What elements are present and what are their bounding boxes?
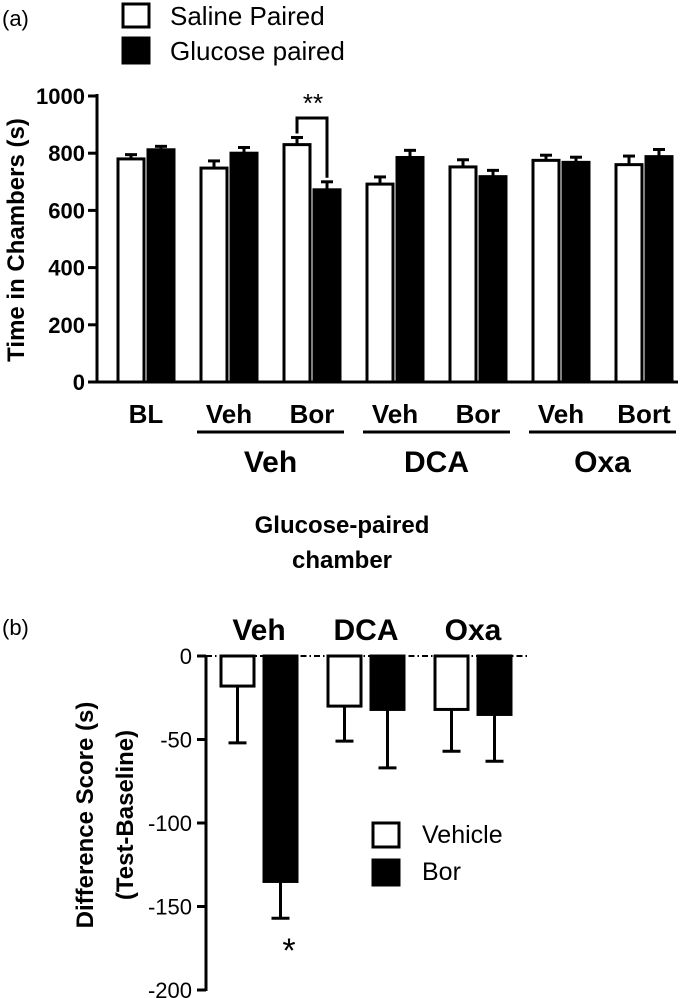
panel-a-bar [478,175,508,384]
panel-a-y-tick-label: 1000 [36,84,85,109]
panel-a-bar [614,163,644,384]
panel-b-y-tick-label: -200 [148,978,192,998]
legend-glucose-label: Glucose paired [170,36,345,66]
panel-a-bar [146,148,176,384]
panel-a-legend: Saline Paired Glucose paired [121,1,345,66]
panel-b-y-tick-label: -100 [148,811,192,836]
panel-a-x-tick-label: BL [129,399,164,429]
panel-a-bar [312,188,342,384]
panel-a-bar [116,157,146,384]
panel-b-bar [369,654,406,711]
panel-b-bar [476,654,513,716]
panel-a-y-tick-label: 800 [48,141,85,166]
panel-a-bar [229,151,259,384]
panel-a-group-label: DCA [404,446,469,479]
panel-b-bar [262,654,299,883]
panel-a-x-axis-title-line1: Glucose-paired [255,512,430,539]
panel-a-bar [448,165,478,384]
panel-a-y-tick-label: 0 [73,370,85,395]
panel-a-y-tick-label: 400 [48,256,85,281]
panel-a-bar [531,158,561,384]
panel-a-y-tick-label: 200 [48,313,85,338]
panel-b-category-label: Veh [232,614,285,647]
panel-b-bars [219,654,513,920]
legend-bor-swatch [371,858,401,887]
panel-b-legend: Vehicle Bor [371,821,503,887]
panel-a-y-axis-title: Time in Chambers (s) [3,118,30,362]
panel-b-bar [433,654,470,711]
legend-vehicle-swatch [371,821,401,849]
panel-a-bar [561,160,591,384]
panel-a-axes: 0 200 400 600 800 1000 [36,84,678,395]
panel-a-bar [644,155,674,384]
panel-b-y-tick-label: -50 [160,728,192,753]
panel-b-axes: 0 -50 -100 -150 -200 [148,644,530,998]
panel-b-y-tick-label: -150 [148,895,192,920]
panel-a-group-label: Oxa [574,446,631,479]
panel-b-y-axis-title-line2: (Test-Baseline) [112,730,139,900]
panel-a-sig-bracket [295,116,329,178]
panel-a-x-tick-label: Bor [290,399,335,429]
panel-a-bar [365,182,395,384]
panel-a-group-label: Veh [244,446,297,479]
panel-b-y-axis-title-line1: Difference Score (s) [72,702,99,929]
panel-a-x-tick-label: Bort [617,399,671,429]
panel-a-bar [395,155,425,384]
panel-a-sig-label: ** [303,88,323,118]
legend-bor-label: Bor [422,858,461,886]
legend-glucose-swatch [121,36,151,65]
panel-b-y-tick-label: 0 [180,644,192,669]
panel-a-bar [199,166,229,384]
panel-b-category-label: Oxa [445,614,502,647]
panel-a-label: (a) [2,6,29,31]
legend-saline-label: Saline Paired [170,1,325,31]
legend-saline-swatch [121,2,151,29]
panel-a-x-tick-label: Veh [372,399,418,429]
panel-a-x-axis-title-line2: chamber [292,547,392,574]
panel-a-x-tick-label: Bor [456,399,501,429]
legend-vehicle-label: Vehicle [422,821,503,849]
panel-b-category-label: DCA [334,614,399,647]
panel-b-bar [326,654,363,708]
panel-b-bar [219,654,256,688]
panel-a-y-tick-label: 600 [48,198,85,223]
panel-a-x-tick-label: Veh [206,399,252,429]
panel-a-bar [282,143,312,384]
panel-a-x-tick-label: Veh [538,399,584,429]
panel-a-bars [116,116,674,384]
panel-b-sig-label: * [282,932,295,970]
panel-b-label: (b) [2,615,29,640]
panel-b-category-labels: Veh DCA Oxa [232,614,501,647]
